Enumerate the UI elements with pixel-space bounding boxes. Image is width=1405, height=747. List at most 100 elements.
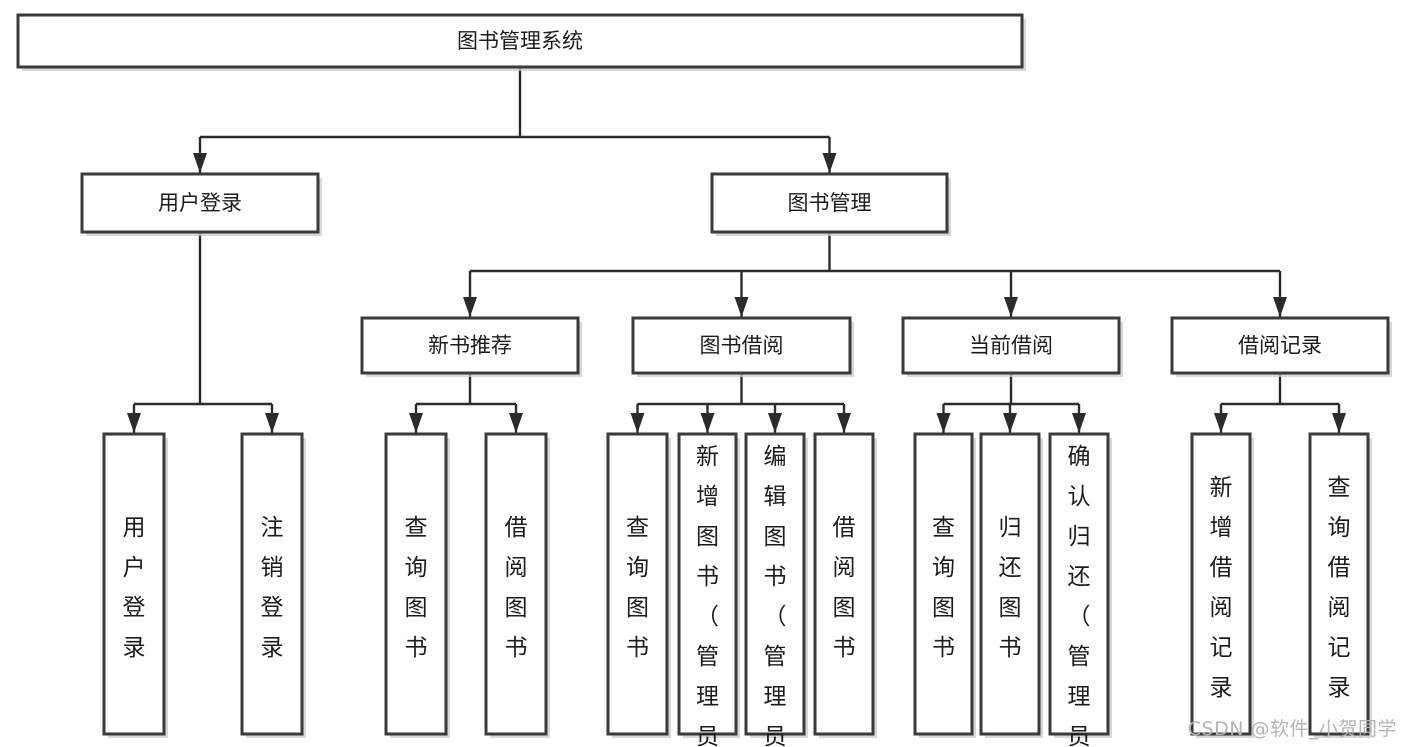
node-label: 图书借阅 bbox=[700, 334, 784, 358]
arrow-head-icon bbox=[1273, 297, 1287, 317]
arrow-head-icon bbox=[768, 413, 782, 433]
node-label: 图书管理 bbox=[788, 191, 872, 215]
node-label-char: 增 bbox=[1210, 515, 1233, 541]
node-label-char: 增 bbox=[696, 484, 719, 510]
arrow-head-icon bbox=[1004, 297, 1018, 317]
node-label-char: 用 bbox=[123, 515, 146, 541]
box-outline bbox=[1048, 432, 1110, 736]
node-label-char: 图 bbox=[833, 595, 856, 621]
node-label-char: 新 bbox=[696, 444, 719, 470]
node-label-char: 还 bbox=[1068, 564, 1091, 590]
arrow-head-icon bbox=[936, 413, 951, 433]
node-label-char: 新 bbox=[1210, 475, 1233, 501]
node-leaf-user-login[interactable]: 用户登录 bbox=[102, 432, 168, 738]
nodes-layer: 图书管理系统用户登录图书管理新书推荐图书借阅当前借阅借阅记录用户登录注销登录查询… bbox=[16, 13, 1392, 747]
box-outline bbox=[979, 432, 1041, 736]
node-borrow-record[interactable]: 借阅记录 bbox=[1170, 316, 1392, 377]
node-label-char: 归 bbox=[999, 515, 1022, 541]
node-label-char: 书 bbox=[764, 564, 787, 590]
node-label-char: 借 bbox=[505, 515, 528, 541]
box-outline bbox=[16, 13, 1024, 69]
arrow-head-icon bbox=[265, 413, 279, 433]
node-label-char: 录 bbox=[261, 635, 284, 661]
node-label-char: 员 bbox=[764, 724, 787, 747]
arrow-head-icon bbox=[193, 153, 207, 173]
node-label-char: 图 bbox=[505, 595, 528, 621]
box-outline bbox=[484, 432, 548, 736]
node-label-char: 书 bbox=[626, 635, 649, 661]
node-label-char: 书 bbox=[833, 635, 856, 661]
node-label-char: （ bbox=[764, 604, 787, 630]
node-label-char: 书 bbox=[696, 564, 719, 590]
node-label-char: （ bbox=[1068, 604, 1091, 630]
node-label: 新书推荐 bbox=[428, 334, 512, 358]
node-label-char: 书 bbox=[932, 635, 955, 661]
node-label-char: 借 bbox=[833, 515, 856, 541]
node-label-char: 管 bbox=[1068, 644, 1091, 670]
node-label-char: 借 bbox=[1210, 555, 1233, 581]
node-label-char: 记 bbox=[1328, 635, 1351, 661]
node-label-char: 管 bbox=[764, 644, 787, 670]
box-outline bbox=[1190, 432, 1252, 736]
arrow-head-icon bbox=[700, 413, 715, 433]
node-label-char: 查 bbox=[405, 515, 428, 541]
node-book-borrow[interactable]: 图书借阅 bbox=[631, 316, 854, 377]
node-label-char: 归 bbox=[1068, 524, 1091, 550]
box-outline bbox=[913, 432, 974, 736]
node-label-char: 书 bbox=[405, 635, 428, 661]
node-label-char: 书 bbox=[999, 635, 1022, 661]
arrow-head-icon bbox=[734, 297, 749, 317]
arrow-head-icon bbox=[1003, 413, 1017, 433]
node-label-char: 登 bbox=[261, 595, 284, 621]
arrow-head-icon bbox=[630, 413, 645, 433]
node-label-char: 员 bbox=[1068, 724, 1091, 747]
node-label: 用户登录 bbox=[158, 191, 242, 215]
node-label-char: 确 bbox=[1068, 444, 1091, 470]
box-outline bbox=[360, 316, 580, 375]
arrow-head-icon bbox=[463, 297, 477, 317]
node-label-char: 查 bbox=[1328, 475, 1351, 501]
node-label-char: 阅 bbox=[1210, 595, 1233, 621]
box-outline bbox=[677, 432, 738, 736]
node-label-char: 书 bbox=[505, 635, 528, 661]
node-new-book-recommend[interactable]: 新书推荐 bbox=[360, 316, 582, 377]
node-label-char: 员 bbox=[696, 724, 719, 747]
box-outline bbox=[813, 432, 875, 736]
arrow-head-icon bbox=[409, 413, 423, 433]
node-current-borrow[interactable]: 当前借阅 bbox=[901, 316, 1123, 377]
node-book-management[interactable]: 图书管理 bbox=[710, 172, 951, 236]
box-outline bbox=[631, 316, 852, 375]
node-label-char: 询 bbox=[1328, 515, 1351, 541]
node-user-login[interactable]: 用户登录 bbox=[80, 172, 322, 236]
node-label-char: 辑 bbox=[764, 484, 787, 510]
node-label-char: 还 bbox=[999, 555, 1022, 581]
box-outline bbox=[901, 316, 1121, 375]
node-label-char: 注 bbox=[261, 515, 284, 541]
box-outline bbox=[240, 432, 304, 736]
node-label-char: 户 bbox=[123, 555, 146, 581]
node-label-char: 认 bbox=[1068, 484, 1091, 510]
node-label: 图书管理系统 bbox=[457, 29, 583, 53]
node-label-char: 记 bbox=[1210, 635, 1233, 661]
node-label-char: 录 bbox=[1210, 675, 1233, 701]
box-outline bbox=[606, 432, 669, 736]
node-label-char: 查 bbox=[932, 515, 955, 541]
node-root-system[interactable]: 图书管理系统 bbox=[16, 13, 1026, 71]
node-label-char: 管 bbox=[696, 644, 719, 670]
node-label-char: 销 bbox=[261, 555, 284, 581]
node-label-char: 阅 bbox=[505, 555, 528, 581]
